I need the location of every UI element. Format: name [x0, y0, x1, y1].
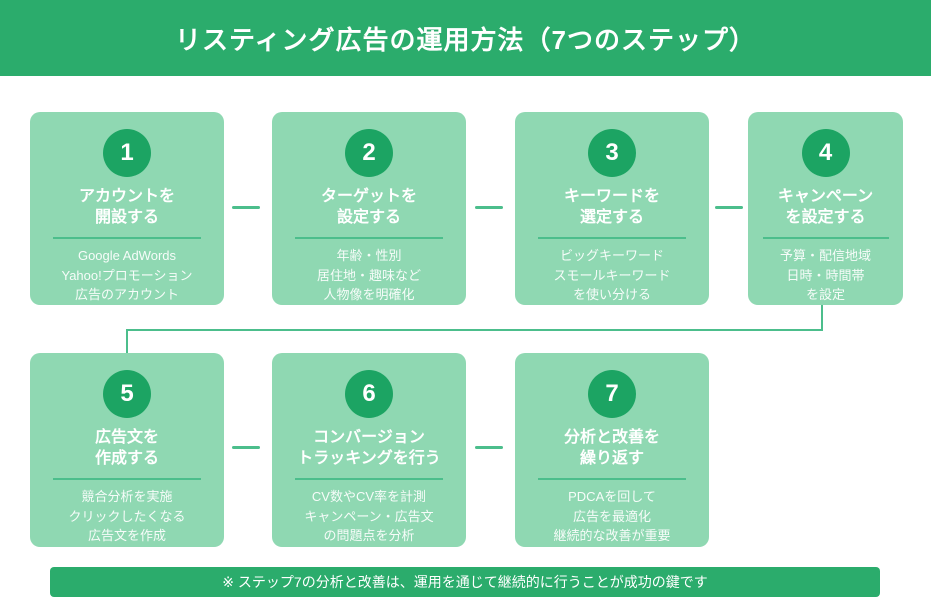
step-desc-line: ビッグキーワード: [559, 248, 664, 263]
step-desc-line: CV数やCV率を計測: [311, 489, 427, 504]
step-number: 6: [362, 380, 376, 407]
page-title: リスティング広告の運用方法（7つのステップ）: [175, 24, 756, 55]
step-title-line: トラッキングを行う: [297, 450, 441, 467]
step-title: ターゲットを 設定する: [321, 186, 417, 228]
step-description: ビッグキーワード スモールキーワード を使い分ける: [553, 246, 670, 305]
step-divider: [53, 478, 201, 480]
step-desc-line: 日時・時間帯: [786, 267, 865, 283]
step-number-badge: 7: [588, 370, 636, 418]
footer-note-bar: ※ ステップ7の分析と改善は、運用を通じて継続的に行うことが成功の鍵です: [50, 567, 880, 597]
step-card-7: 7 分析と改善を 繰り返す PDCAを回して 広告を最適化 継続的な改善が重要: [515, 353, 709, 547]
step-title-line: を設定する: [785, 209, 866, 226]
step-number: 7: [605, 380, 619, 407]
step-number-badge: 4: [801, 129, 850, 177]
step-desc-line: 広告のアカウント: [74, 287, 179, 302]
connector-elbow-horizontal: [126, 329, 823, 331]
step-card-4: 4 キャンペーン を設定する 予算・配信地域 日時・時間帯 を設定: [748, 112, 903, 305]
step-number-badge: 2: [345, 129, 393, 177]
step-title: 分析と改善を 繰り返す: [564, 427, 660, 469]
step-card-3: 3 キーワードを 選定する ビッグキーワード スモールキーワード を使い分ける: [515, 112, 709, 305]
step-number: 2: [362, 139, 376, 166]
step-desc-line: スモールキーワード: [553, 267, 671, 283]
step-desc-line: 予算・配信地域: [779, 248, 871, 263]
step-desc-line: 競合分析を実施: [81, 489, 173, 504]
step-divider: [762, 237, 889, 239]
connector-dash: [232, 206, 260, 209]
step-title-line: ターゲットを: [320, 188, 417, 205]
connector-dash: [715, 206, 743, 209]
connector-elbow-vertical-to-step5: [126, 329, 128, 353]
step-divider: [295, 237, 443, 239]
step-title: アカウントを 開設する: [79, 186, 175, 228]
step-desc-line: 広告文を作成: [87, 528, 166, 543]
step-divider: [53, 237, 201, 239]
step-number: 4: [818, 139, 833, 166]
step-description: PDCAを回して 広告を最適化 継続的な改善が重要: [553, 487, 670, 546]
step-title-line: 広告文を: [94, 429, 159, 446]
step-desc-line: クリックしたくなる: [68, 508, 186, 524]
step-title-line: 繰り返す: [579, 450, 644, 467]
connector-dash: [475, 206, 503, 209]
step-description: Google AdWords Yahoo!プロモーション 広告のアカウント: [62, 246, 193, 305]
step-card-5: 5 広告文を 作成する 競合分析を実施 クリックしたくなる 広告文を作成: [30, 353, 224, 547]
step-title-line: アカウントを: [78, 188, 175, 205]
step-number-badge: 6: [345, 370, 393, 418]
step-desc-line: 居住地・趣味など: [316, 267, 421, 283]
step-title: キーワードを 選定する: [564, 186, 660, 228]
step-desc-line: 年齢・性別: [336, 248, 402, 263]
step-title-line: 作成する: [94, 450, 159, 467]
step-description: 予算・配信地域 日時・時間帯 を設定: [780, 246, 871, 305]
step-description: 競合分析を実施 クリックしたくなる 広告文を作成: [68, 487, 185, 546]
step-desc-line: 広告を最適化: [572, 508, 651, 524]
step-number-badge: 5: [103, 370, 151, 418]
step-description: CV数やCV率を計測 キャンペーン・広告文 の問題点を分析: [304, 487, 433, 546]
step-desc-line: キャンペーン・広告文: [304, 508, 434, 524]
step-description: 年齢・性別 居住地・趣味など 人物像を明確化: [317, 246, 421, 305]
step-desc-line: PDCAを回して: [568, 489, 656, 504]
step-desc-line: を設定: [805, 287, 845, 302]
step-title-line: 設定する: [336, 209, 401, 226]
footer-note: ※ ステップ7の分析と改善は、運用を通じて継続的に行うことが成功の鍵です: [222, 574, 708, 590]
step-title-line: キャンペーン: [777, 188, 874, 205]
step-title-line: コンバージョン: [313, 429, 425, 446]
connector-elbow-vertical-from-step4: [821, 305, 823, 331]
step-number: 5: [120, 380, 134, 407]
step-desc-line: 人物像を明確化: [323, 287, 415, 302]
step-card-6: 6 コンバージョン トラッキングを行う CV数やCV率を計測 キャンペーン・広告…: [272, 353, 466, 547]
step-title-line: キーワードを: [563, 188, 660, 205]
step-title-line: 選定する: [579, 209, 644, 226]
step-number-badge: 1: [103, 129, 151, 177]
step-desc-line: を使い分ける: [572, 287, 651, 302]
header-bar: リスティング広告の運用方法（7つのステップ）: [0, 0, 931, 76]
step-desc-line: 継続的な改善が重要: [553, 528, 671, 543]
step-desc-line: Yahoo!プロモーション: [61, 267, 193, 283]
step-number: 3: [605, 139, 619, 166]
step-title: 広告文を 作成する: [95, 427, 159, 469]
step-divider: [538, 478, 686, 480]
step-desc-line: の問題点を分析: [323, 528, 415, 543]
connector-dash: [475, 446, 503, 449]
step-title: キャンペーン を設定する: [778, 186, 873, 228]
step-desc-line: Google AdWords: [77, 248, 177, 263]
step-card-2: 2 ターゲットを 設定する 年齢・性別 居住地・趣味など 人物像を明確化: [272, 112, 466, 305]
step-title-line: 開設する: [94, 209, 159, 226]
step-divider: [295, 478, 443, 480]
step-title: コンバージョン トラッキングを行う: [297, 427, 441, 469]
connector-dash: [232, 446, 260, 449]
step-number-badge: 3: [588, 129, 636, 177]
step-card-1: 1 アカウントを 開設する Google AdWords Yahoo!プロモーシ…: [30, 112, 224, 305]
step-title-line: 分析と改善を: [563, 429, 660, 446]
step-divider: [538, 237, 686, 239]
step-number: 1: [120, 139, 134, 166]
